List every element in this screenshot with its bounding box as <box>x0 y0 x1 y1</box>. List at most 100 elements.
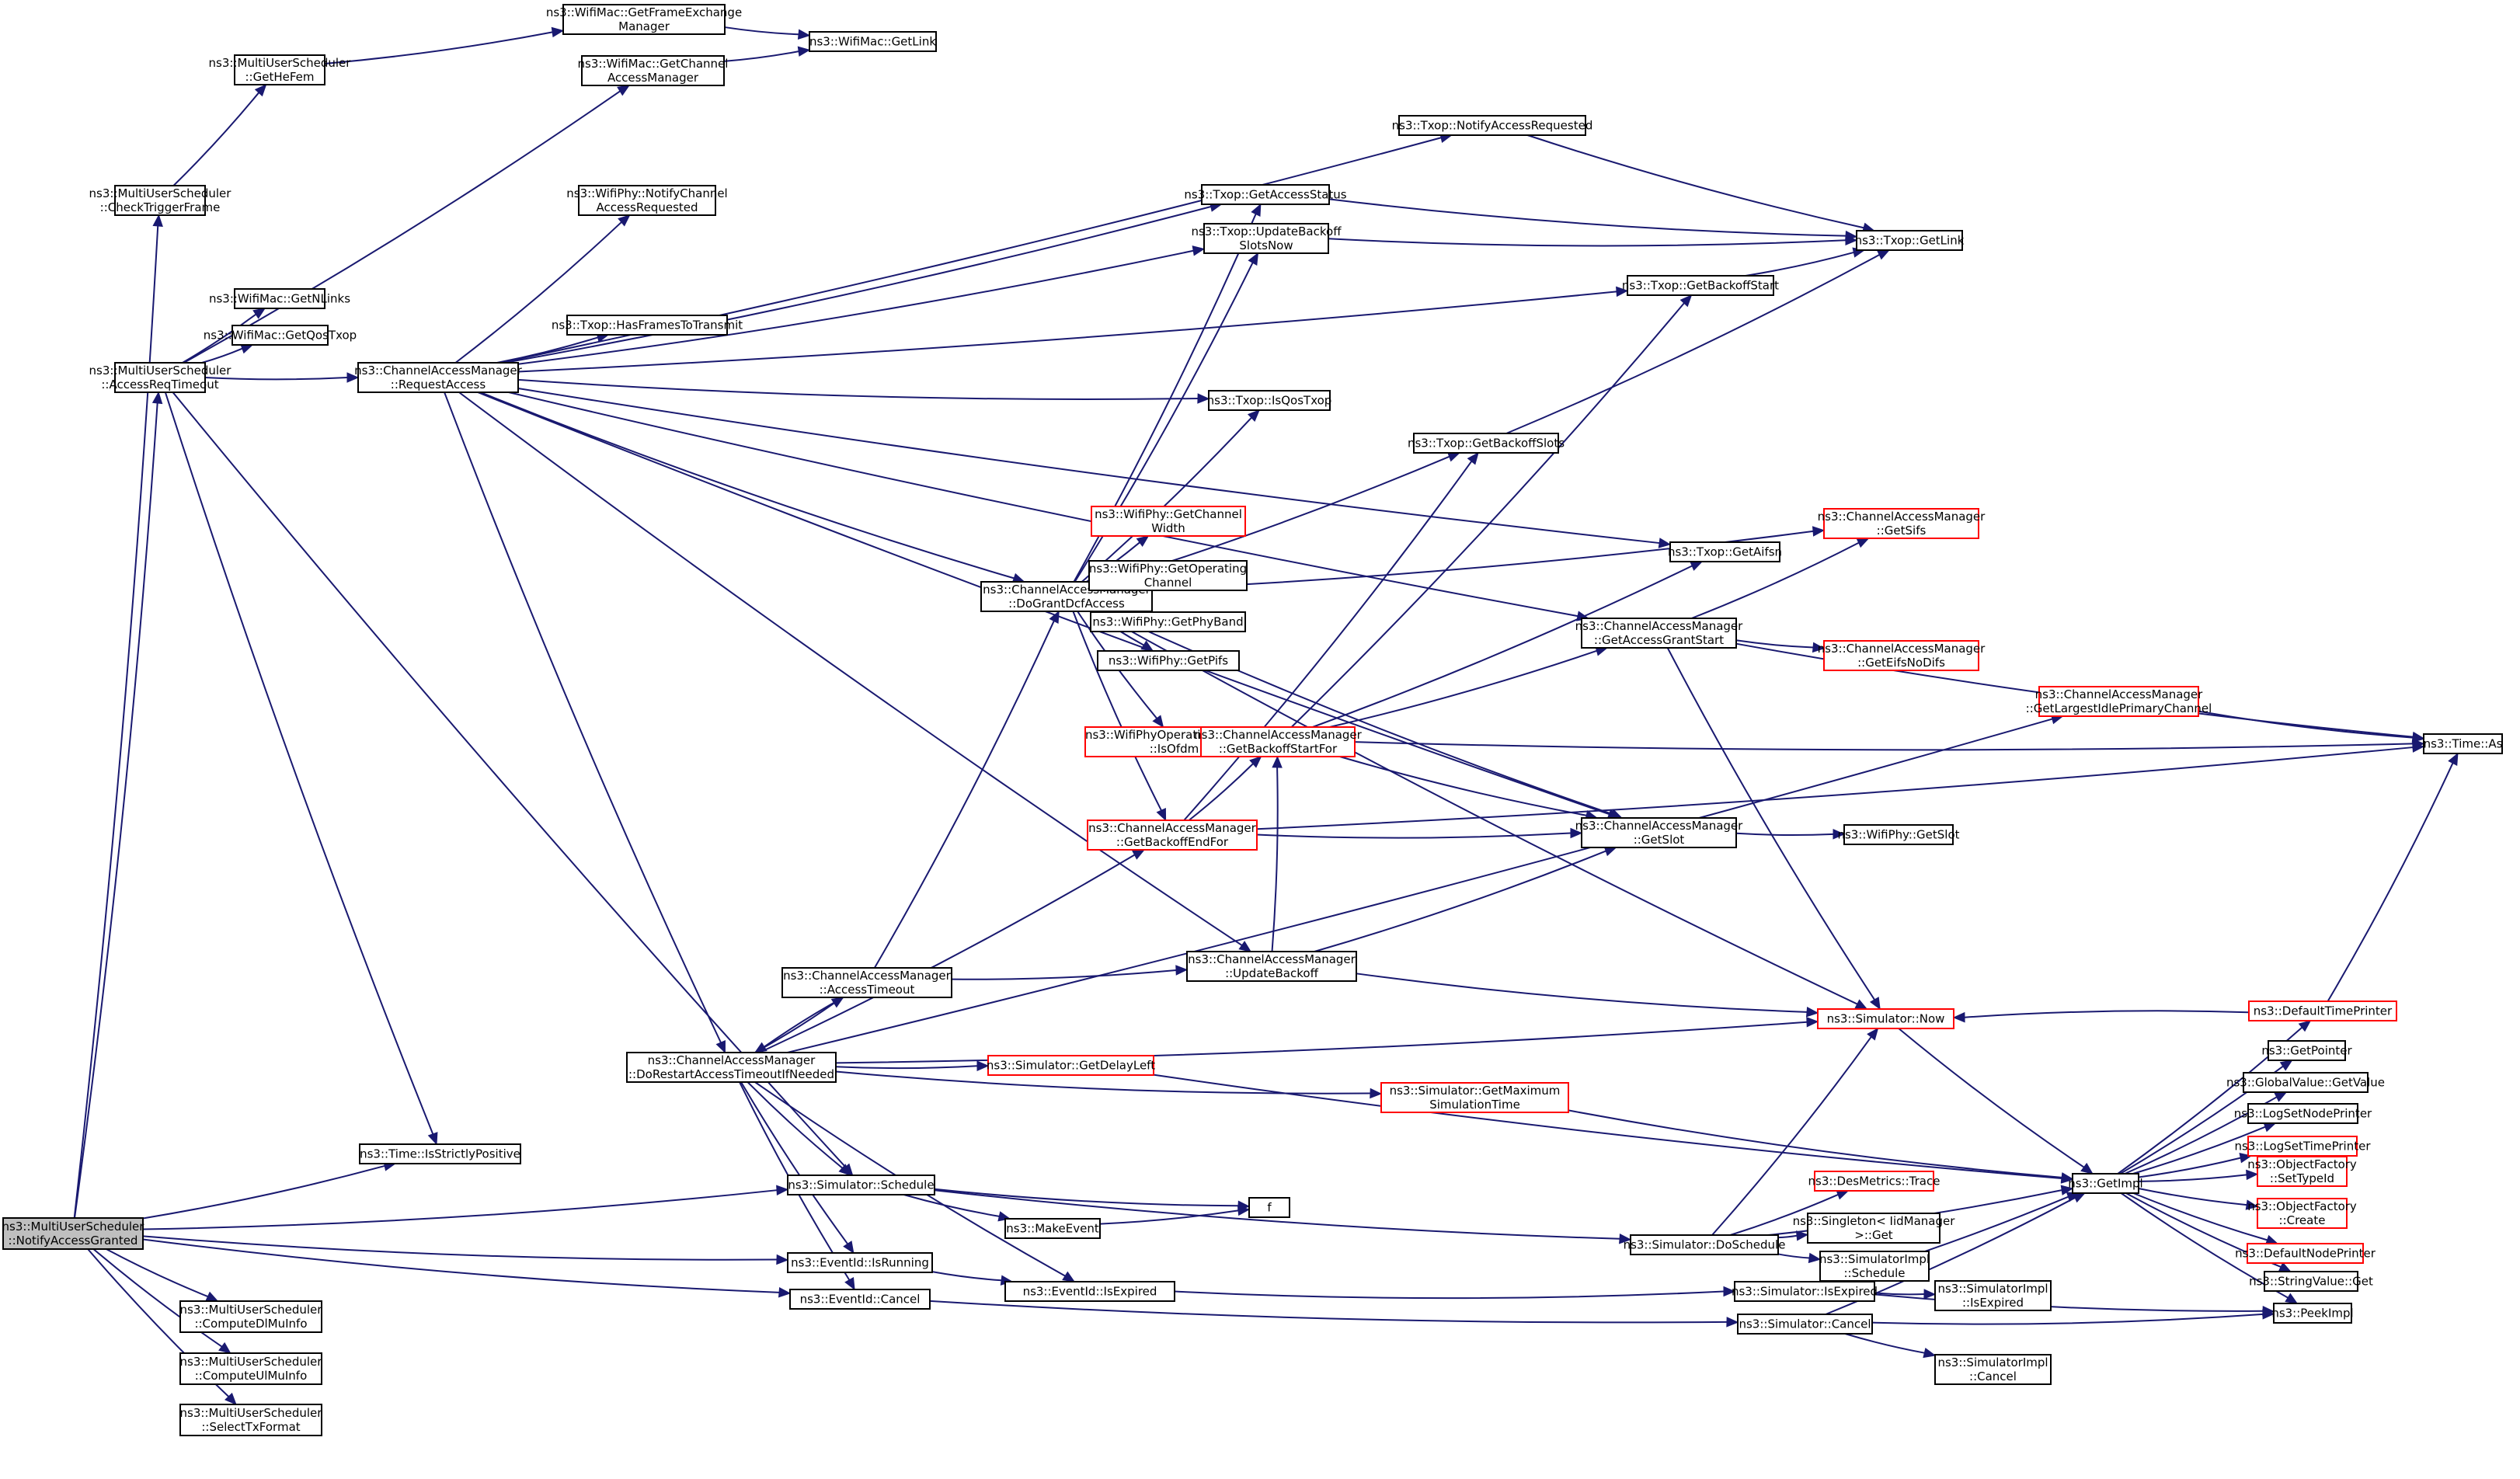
node-label: ns3::Simulator::Schedule <box>788 1178 934 1192</box>
node-defaulttimeprinter[interactable]: ns3::DefaultTimePrinter <box>2248 1000 2397 1021</box>
node-wifimac-getlink[interactable]: ns3::WifiMac::GetLink <box>809 31 937 52</box>
arrowhead-icon <box>1247 409 1260 422</box>
node-multiuserscheduler-checktriggerframe[interactable]: ns3::MultiUserScheduler::CheckTriggerFra… <box>89 185 232 216</box>
node-txop-isqostxop[interactable]: ns3::Txop::IsQosTxop <box>1207 390 1332 411</box>
node-txop-getbackoffslots[interactable]: ns3::Txop::GetBackoffSlots <box>1408 433 1565 454</box>
node-txop-getaifsn[interactable]: ns3::Txop::GetAifsn <box>1668 541 1782 562</box>
edge-line <box>1711 1036 1872 1236</box>
node-simulator-isexpired[interactable]: ns3::Simulator::IsExpired <box>1732 1281 1878 1302</box>
node-multiuserscheduler-computeulmuinfo[interactable]: ns3::MultiUserScheduler::ComputeUlMuInfo <box>179 1352 323 1385</box>
node-box <box>1203 223 1329 254</box>
node-eventid-isexpired[interactable]: ns3::EventId::IsExpired <box>1004 1281 1175 1302</box>
node-txop-hasframestotransmit[interactable]: ns3::Txop::HasFramesToTransmit <box>552 315 743 336</box>
node-desmetrics-trace[interactable]: ns3::DesMetrics::Trace <box>1808 1171 1940 1192</box>
node-label: ::IsOfdm <box>1150 742 1199 756</box>
node-time-as[interactable]: ns3::Time::As <box>2423 733 2503 754</box>
node-simulator-doschedule[interactable]: ns3::Simulator::DoSchedule <box>1624 1234 1786 1255</box>
node-txop-getaccessstatus[interactable]: ns3::Txop::GetAccessStatus <box>1184 184 1347 205</box>
node-simulator-cancel[interactable]: ns3::Simulator::Cancel <box>1737 1314 1873 1335</box>
node-label: ns3::Txop::GetBackoffSlots <box>1408 437 1565 451</box>
node-getimpl[interactable]: ns3::GetImpl <box>2068 1173 2143 1194</box>
node-channelaccessmanager-getbackoffstartfor[interactable]: ns3::ChannelAccessManager::GetBackoffSta… <box>1194 726 1363 757</box>
node-objectfactory-create[interactable]: ns3::ObjectFactory::Create <box>2247 1198 2357 1229</box>
node-label: ns3::WifiMac::GetFrameExchange <box>546 5 742 19</box>
edge-channelaccessmanager-getbackoffendfor-to-time-as <box>1256 742 2425 830</box>
edge-txop-notifyaccessrequested-to-txop-getlink <box>1527 134 1875 233</box>
node-multiuserscheduler-gethefem[interactable]: ns3::MultiUserScheduler::GetHeFem <box>209 54 352 85</box>
node-logsetnodeprinter[interactable]: ns3::LogSetNodePrinter <box>2234 1103 2372 1124</box>
node-box <box>1208 390 1331 411</box>
node-wifimac-getnlinks[interactable]: ns3::WifiMac::GetNLinks <box>209 288 350 309</box>
node-txop-notifyaccessrequested[interactable]: ns3::Txop::NotifyAccessRequested <box>1392 115 1593 136</box>
node-channelaccessmanager-accesstimeout[interactable]: ns3::ChannelAccessManager::AccessTimeout <box>781 967 952 998</box>
node-channelaccessmanager-dorestartaccesstimeoutifneeded[interactable]: ns3::ChannelAccessManager::DoRestartAcce… <box>626 1052 837 1083</box>
node-simulator-now[interactable]: ns3::Simulator::Now <box>1817 1008 1954 1029</box>
node-txop-getlink[interactable]: ns3::Txop::GetLink <box>1855 230 1965 251</box>
node-peekimpl[interactable]: ns3::PeekImpl <box>2271 1303 2354 1324</box>
node-multiuserscheduler-accessreqtimeout[interactable]: ns3::MultiUserScheduler::AccessReqTimeou… <box>89 362 232 393</box>
arrowhead-icon <box>844 1277 855 1291</box>
node-globalvalue-getvalue[interactable]: ns3::GlobalValue::GetValue <box>2226 1072 2385 1093</box>
node-simulatorimpl-cancel[interactable]: ns3::SimulatorImpl::Cancel <box>1934 1354 2052 1385</box>
node-simulator-schedule[interactable]: ns3::Simulator::Schedule <box>787 1174 935 1195</box>
node-txop-getbackoffstart[interactable]: ns3::Txop::GetBackoffStart <box>1622 275 1779 296</box>
node-label: ::GetAccessGrantStart <box>1594 633 1724 647</box>
arrowhead-icon <box>2279 1060 2293 1071</box>
node-box <box>1934 1280 2052 1311</box>
node-wifimac-getqostxop[interactable]: ns3::WifiMac::GetQosTxop <box>204 325 357 346</box>
node-singleton-iidmanager-get[interactable]: ns3::Singleton< IidManager>::Get <box>1793 1213 1956 1244</box>
node-makeevent[interactable]: ns3::MakeEvent <box>1004 1218 1101 1239</box>
node-channelaccessmanager-getlargestidleprimarychannel[interactable]: ns3::ChannelAccessManager::GetLargestIdl… <box>2026 686 2212 717</box>
edge-line <box>1312 565 1693 728</box>
node-f[interactable]: f <box>1248 1197 1290 1218</box>
node-defaultnodeprinter[interactable]: ns3::DefaultNodePrinter <box>2235 1243 2376 1264</box>
node-channelaccessmanager-geteifsnodifs[interactable]: ns3::ChannelAccessManager::GetEifsNoDifs <box>1818 640 1986 671</box>
edge-channelaccessmanager-getlargestidleprimarychannel-to-time-as <box>2198 710 2425 743</box>
node-channelaccessmanager-getsifs[interactable]: ns3::ChannelAccessManager::GetSifs <box>1818 508 1986 539</box>
node-box <box>1201 184 1330 205</box>
node-channelaccessmanager-getbackoffendfor[interactable]: ns3::ChannelAccessManager::GetBackoffEnd… <box>1087 820 1258 851</box>
node-wifiphy-notifychannelaccessrequested[interactable]: ns3::WifiPhy::NotifyChannelAccessRequest… <box>566 185 728 216</box>
arrowhead-icon <box>2262 1309 2275 1320</box>
node-channelaccessmanager-getaccessgrantstart[interactable]: ns3::ChannelAccessManager::GetAccessGran… <box>1575 618 1743 649</box>
node-wifiphy-getphyband[interactable]: ns3::WifiPhy::GetPhyBand <box>1090 611 1246 632</box>
arrowhead-icon <box>1152 715 1164 729</box>
edge-line <box>723 50 799 62</box>
node-simulatorimpl-schedule[interactable]: ns3::SimulatorImpl::Schedule <box>1819 1251 1930 1282</box>
node-label: ::UpdateBackoff <box>1225 966 1318 980</box>
node-multiuserscheduler-notifyaccessgranted[interactable]: ns3::MultiUserScheduler::NotifyAccessGra… <box>2 1217 145 1250</box>
node-channelaccessmanager-updatebackoff[interactable]: ns3::ChannelAccessManager::UpdateBackoff <box>1186 951 1357 982</box>
node-box <box>1091 506 1246 537</box>
node-eventid-isrunning[interactable]: ns3::EventId::IsRunning <box>787 1252 933 1273</box>
node-channelaccessmanager-requestaccess[interactable]: ns3::ChannelAccessManager::RequestAccess <box>354 362 523 393</box>
node-box <box>2257 1156 2348 1187</box>
node-stringvalue-get[interactable]: ns3::StringValue::Get <box>2249 1271 2373 1292</box>
node-simulatorimpl-isexpired[interactable]: ns3::SimulatorImpl::IsExpired <box>1934 1280 2052 1311</box>
edge-channelaccessmanager-requestaccess-to-txop-updatebackoffslotsnow <box>517 245 1206 365</box>
node-objectfactory-settypeid[interactable]: ns3::ObjectFactory::SetTypeId <box>2247 1156 2357 1187</box>
node-logsettimeprinter[interactable]: ns3::LogSetTimePrinter <box>2234 1136 2371 1157</box>
node-eventid-cancel[interactable]: ns3::EventId::Cancel <box>789 1289 931 1310</box>
edge-line <box>759 854 1136 1053</box>
edge-line <box>754 1002 835 1053</box>
node-time-isstrictlypositive[interactable]: ns3::Time::IsStrictlyPositive <box>359 1143 521 1164</box>
node-simulator-getdelayleft[interactable]: ns3::Simulator::GetDelayLeft <box>987 1055 1155 1076</box>
node-getpointer[interactable]: ns3::GetPointer <box>2261 1040 2352 1061</box>
node-channelaccessmanager-getslot[interactable]: ns3::ChannelAccessManager::GetSlot <box>1575 817 1743 848</box>
arrowhead-icon <box>1249 756 1262 768</box>
node-wifiphy-getpifs[interactable]: ns3::WifiPhy::GetPifs <box>1097 650 1240 671</box>
arrowhead-icon <box>1867 1028 1879 1041</box>
edge-simulator-doschedule-to-simulator-now <box>1711 1028 1879 1236</box>
node-multiuserscheduler-computedlmuinfo[interactable]: ns3::MultiUserScheduler::ComputeDlMuInfo <box>179 1300 323 1333</box>
node-box <box>1669 541 1780 562</box>
node-wifiphy-getslot[interactable]: ns3::WifiPhy::GetSlot <box>1837 824 1960 845</box>
node-multiuserscheduler-selecttxformat[interactable]: ns3::MultiUserScheduler::SelectTxFormat <box>179 1404 323 1436</box>
edge-line <box>1354 741 2414 751</box>
arrowhead-icon <box>1679 294 1693 308</box>
